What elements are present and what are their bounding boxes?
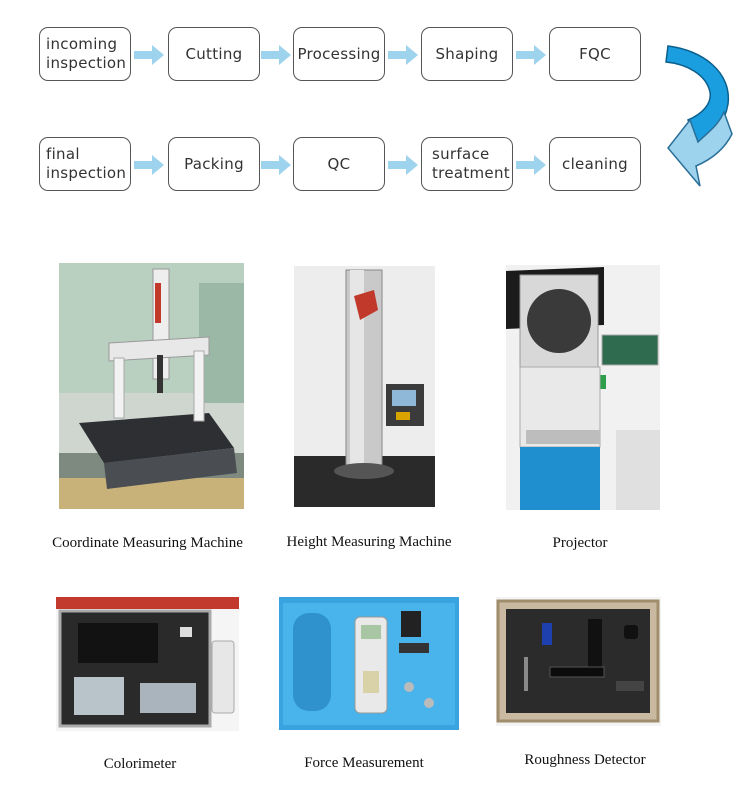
step-qc: QC (293, 137, 385, 191)
flow-arrow-icon (134, 155, 164, 175)
caption-force-measurement: Force Measurement (304, 755, 424, 771)
cmm-machine-icon (59, 263, 244, 509)
flow-arrow-icon (261, 155, 291, 175)
caption-coordinate-measuring-machine: Coordinate Measuring Machine (52, 535, 243, 551)
flow-arrow-icon (388, 155, 418, 175)
caption-height-measuring-machine: Height Measuring Machine (286, 534, 452, 550)
step-cutting: Cutting (168, 27, 260, 81)
step-packing: Packing (168, 137, 260, 191)
flow-arrow-icon (134, 45, 164, 65)
step-incoming-inspection: incoming inspection (39, 27, 131, 81)
caption-colorimeter: Colorimeter (103, 756, 177, 772)
step-cleaning: cleaning (549, 137, 641, 191)
flow-arrow-icon (516, 45, 546, 65)
u-turn-arrow-icon (665, 45, 733, 187)
step-shaping: Shaping (421, 27, 513, 81)
step-fqc: FQC (549, 27, 641, 81)
step-final-inspection: final inspection (39, 137, 131, 191)
flow-arrow-icon (388, 45, 418, 65)
height-gauge-icon (294, 266, 435, 507)
profile-projector-icon (506, 265, 660, 510)
flow-arrow-icon (516, 155, 546, 175)
caption-roughness-detector: Roughness Detector (524, 752, 646, 768)
roughness-tester-case-icon (496, 597, 661, 726)
caption-projector: Projector (552, 535, 608, 551)
flow-arrow-icon (261, 45, 291, 65)
step-processing: Processing (293, 27, 385, 81)
step-surface-treatment: surface treatment (421, 137, 513, 191)
force-gauge-case-icon (279, 597, 459, 730)
colorimeter-case-icon (56, 597, 239, 731)
